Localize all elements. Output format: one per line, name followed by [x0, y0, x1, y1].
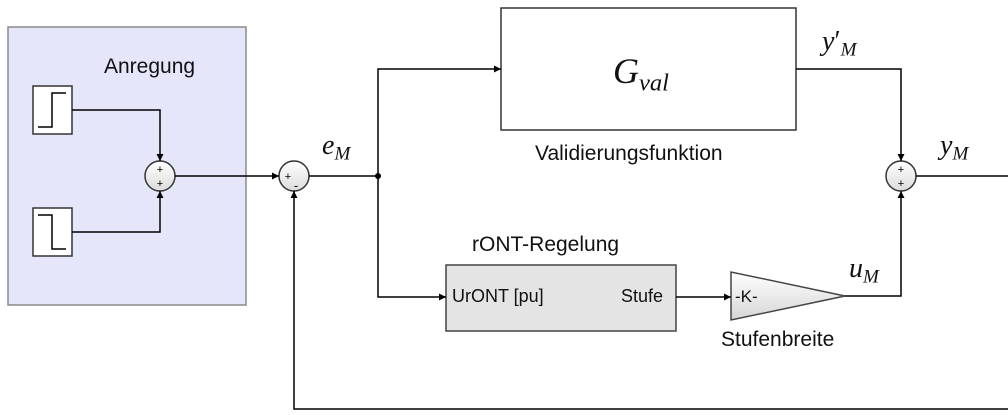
error-signal-base: e: [322, 130, 335, 161]
excitation-sum-sign-top: +: [157, 164, 163, 176]
excitation-sum-block[interactable]: + +: [144, 160, 176, 192]
output-sum-block[interactable]: + +: [885, 160, 917, 192]
gain-value: -K-: [735, 287, 758, 306]
gain-title: Stufenbreite: [721, 328, 835, 351]
validation-symbol-base: G: [613, 51, 639, 91]
ront-title: rONT-Regelung: [472, 233, 620, 256]
wire-gain-to-output-sum: [845, 191, 905, 297]
output-signal-base: y: [940, 130, 953, 161]
ront-input-port: UrONT [pu]: [452, 286, 544, 306]
output-sum-sign-top: +: [898, 164, 904, 176]
gain-block[interactable]: [730, 271, 846, 321]
gain-output-label: uM: [849, 253, 879, 289]
branch-point: [375, 173, 381, 179]
error-sum-sign-left: +: [285, 171, 291, 183]
output-signal-sub: M: [952, 143, 969, 165]
wire-validation-to-output-sum: [796, 68, 905, 161]
error-signal-label: eM: [322, 130, 350, 166]
excitation-subsystem[interactable]: [7, 26, 247, 306]
step-up-icon: [38, 92, 66, 128]
validation-output-sub: M: [840, 39, 857, 61]
excitation-sum-sign-bottom: +: [157, 178, 163, 190]
gain-output-base: u: [849, 253, 863, 284]
validation-output-base: y: [822, 26, 835, 57]
validation-output-prime: ′: [834, 26, 841, 57]
wire-error-to-ront: [377, 176, 446, 301]
error-sum-sign-bottom: -: [294, 178, 298, 193]
ront-output-port: Stufe: [621, 286, 664, 306]
step-down-source-block[interactable]: [32, 207, 73, 257]
validation-block[interactable]: [500, 7, 797, 131]
wire-error-to-validation: [377, 65, 501, 176]
gain-output-sub: M: [863, 266, 879, 288]
error-sum-block[interactable]: + -: [278, 160, 310, 193]
step-source-block[interactable]: [32, 85, 73, 135]
wire-step-to-sum: [72, 109, 164, 161]
validation-symbol-sub: val: [639, 69, 669, 97]
wire-feedback: [290, 191, 1008, 410]
wire-stepdown-to-sum: [72, 191, 164, 233]
validation-title: Validierungsfunktion: [535, 142, 723, 165]
error-signal-sub: M: [334, 143, 351, 165]
validation-symbol: Gval: [613, 50, 669, 97]
excitation-title: Anregung: [104, 55, 196, 78]
output-sum-sign-bottom: +: [898, 178, 904, 190]
output-signal-label: yM: [940, 130, 968, 166]
ront-control-block[interactable]: [445, 264, 677, 332]
validation-output-label: y′M: [822, 26, 856, 62]
step-down-icon: [38, 214, 66, 250]
